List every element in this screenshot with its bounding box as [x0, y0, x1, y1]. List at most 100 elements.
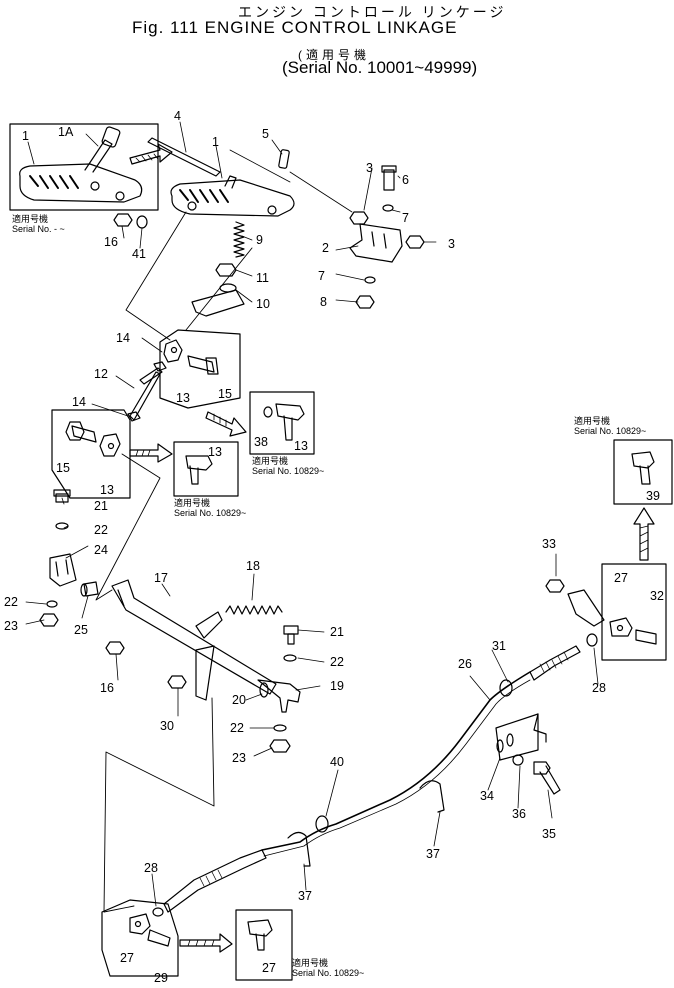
- serial-note: Serial No. 10829~: [574, 426, 646, 436]
- leader-lines-right: [151, 553, 599, 907]
- hatched-arrow-4: [633, 507, 655, 561]
- inset-box-13-new-lower: [173, 441, 239, 497]
- control-cable-26: [163, 645, 581, 913]
- callout-37: 37: [426, 847, 440, 861]
- callout-28: 28: [592, 681, 606, 695]
- rod-end-13-new-upper: [263, 403, 305, 441]
- callout-17: 17: [154, 571, 168, 585]
- callout-1: 1: [212, 135, 219, 149]
- serial-range: (Serial No. 10001~49999): [282, 58, 478, 77]
- callout-21: 21: [330, 625, 344, 639]
- leader-lines-top: [27, 121, 437, 303]
- callout-40: 40: [330, 755, 344, 769]
- callout-3: 3: [366, 161, 373, 175]
- serial-note-jp: 適用号機: [574, 415, 610, 426]
- callout-11: 11: [256, 271, 269, 285]
- callout-22: 22: [94, 523, 108, 537]
- rod-12: [127, 361, 167, 422]
- pedal-1-inset: [19, 126, 143, 203]
- rod-end-27-lower: [129, 907, 171, 947]
- rod-end-27-new-lower: [247, 919, 273, 951]
- callout-25: 25: [74, 623, 88, 637]
- inset-box-38-13: [249, 391, 315, 455]
- rod-end-13-new-lower: [185, 455, 213, 485]
- callout-30: 30: [160, 719, 174, 733]
- callout-35: 35: [542, 827, 556, 841]
- callout-22: 22: [230, 721, 244, 735]
- callout-8: 8: [320, 295, 327, 309]
- callout-12: 12: [94, 367, 108, 381]
- callout-labels: 1 1A 4 1 5 3 6 7 2 3 7 8 9 11 10 16 41 1…: [4, 109, 664, 985]
- callout-13: 13: [294, 439, 308, 453]
- callout-34: 34: [480, 789, 494, 803]
- leader-lines-middle: [115, 573, 325, 757]
- hatched-arrow-2: [205, 411, 247, 437]
- inset-box-27-32: [601, 563, 667, 661]
- arm-and-rod-end-27: [545, 579, 605, 647]
- callout-38: 38: [254, 435, 268, 449]
- serial-note: Serial No. 10829~: [174, 508, 246, 518]
- bracket-34: [495, 679, 561, 795]
- hatched-arrow-5: [179, 933, 233, 953]
- callout-13: 13: [176, 391, 190, 405]
- callout-13: 13: [100, 483, 114, 497]
- inset-box-39: [613, 439, 673, 505]
- callout-15: 15: [218, 387, 232, 401]
- rod-end-27-upper: [609, 617, 657, 645]
- bracket-24-assembly: [39, 489, 99, 627]
- serial-note-jp: 適用号機: [12, 213, 48, 224]
- inset-box-13-15-upper: [159, 329, 241, 409]
- callout-22: 22: [4, 595, 18, 609]
- callout-10: 10: [256, 297, 270, 311]
- serial-note-jp: 適用号機: [252, 455, 288, 466]
- serial-note: Serial No. 10829~: [252, 466, 324, 476]
- callout-16: 16: [100, 681, 114, 695]
- serial-note-jp: 適用号機: [174, 497, 210, 508]
- inset-box-pedal-old: [9, 123, 159, 211]
- callout-37: 37: [298, 889, 312, 903]
- callout-29: 29: [154, 971, 168, 985]
- callout-32: 32: [650, 589, 664, 603]
- callout-7: 7: [318, 269, 325, 283]
- callout-9: 9: [256, 233, 263, 247]
- callout-2: 2: [322, 241, 329, 255]
- inset-box-27-29: [101, 899, 179, 977]
- callout-24: 24: [94, 543, 108, 557]
- callout-33: 33: [542, 537, 556, 551]
- serial-note: Serial No. 10829~: [292, 968, 364, 978]
- rod-end-13-lower: [65, 421, 121, 457]
- serial-note: Serial No. - ~: [12, 224, 65, 234]
- serial-note-jp: 適用号機: [292, 957, 328, 968]
- callout-6: 6: [402, 173, 409, 187]
- pedal-1-main: [113, 137, 295, 317]
- callout-15: 15: [56, 461, 70, 475]
- callout-23: 23: [4, 619, 18, 633]
- leader-lines-middle-left: [25, 337, 163, 625]
- callout-7: 7: [402, 211, 409, 225]
- linkage-line-1: [125, 211, 187, 341]
- figure-header: エンジン コントロール リンケージ Fig. 111 ENGINE CONTRO…: [0, 0, 674, 90]
- callout-27: 27: [614, 571, 628, 585]
- title-japanese: エンジン コントロール リンケージ: [238, 4, 507, 20]
- callout-41: 41: [132, 247, 146, 261]
- callout-16: 16: [104, 235, 118, 249]
- callout-4: 4: [174, 109, 181, 123]
- callout-14: 14: [72, 395, 86, 409]
- callout-31: 31: [492, 639, 506, 653]
- inset-box-15-13-lower: [51, 409, 131, 499]
- linkage-line-3: [95, 453, 161, 601]
- callout-26: 26: [458, 657, 472, 671]
- callout-22: 22: [330, 655, 344, 669]
- callout-1: 1: [22, 129, 29, 143]
- callout-14: 14: [116, 331, 130, 345]
- callout-19: 19: [330, 679, 344, 693]
- callout-27: 27: [120, 951, 134, 965]
- callout-21: 21: [94, 499, 108, 513]
- callout-36: 36: [512, 807, 526, 821]
- lever-shaft-17: [105, 579, 301, 753]
- callout-5: 5: [262, 127, 269, 141]
- rod-end-39: [631, 451, 655, 485]
- callout-23: 23: [232, 751, 246, 765]
- inset-box-27-new-lower: [235, 909, 293, 981]
